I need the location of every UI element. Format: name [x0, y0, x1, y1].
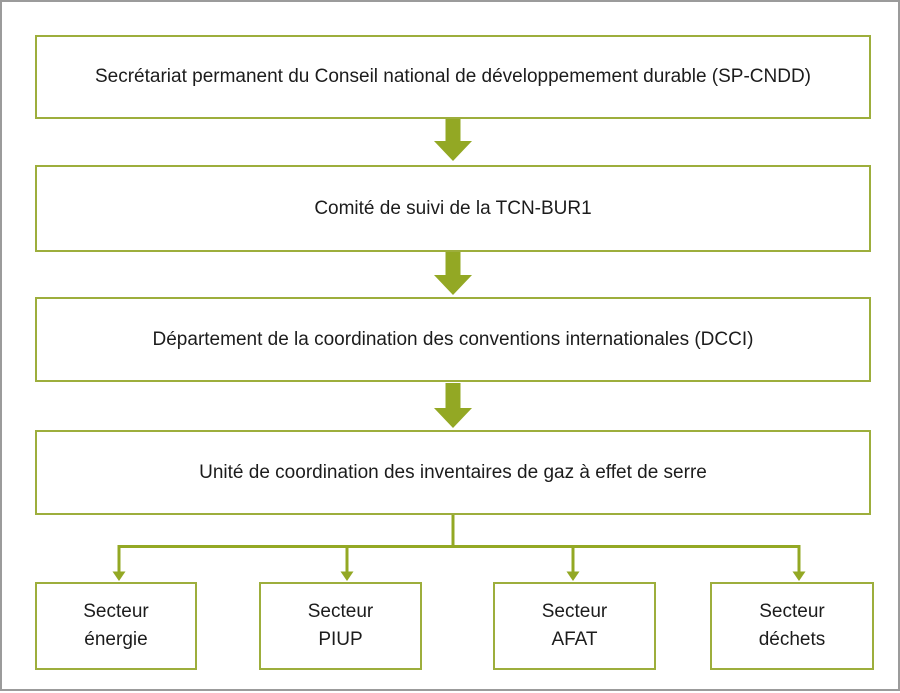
- arrowhead-icon: [792, 571, 806, 581]
- org-box-unite-coordination: Unité de coordination des inventaires de…: [35, 430, 871, 515]
- sector-box-label: Secteur PIUP: [307, 601, 374, 650]
- block-down-arrow-icon: [434, 119, 472, 161]
- sector-box-energie: Secteur énergie: [35, 582, 197, 670]
- block-down-arrow-icon: [434, 383, 472, 428]
- org-box-dcci: Département de la coordination des conve…: [35, 297, 871, 382]
- arrowhead-icon: [340, 571, 354, 581]
- sector-box-piup: Secteur PIUP: [259, 582, 422, 670]
- sector-box-afat: Secteur AFAT: [493, 582, 656, 670]
- org-box-label: Secrétariat permanent du Conseil nationa…: [94, 66, 812, 87]
- arrowhead-icon: [566, 571, 580, 581]
- sector-box-label: Secteur énergie: [83, 601, 149, 650]
- org-box-label: Unité de coordination des inventaires de…: [199, 461, 707, 483]
- arrowhead-icon: [112, 571, 126, 581]
- sector-box-label: Secteur déchets: [758, 601, 826, 650]
- sector-box-label: Secteur AFAT: [541, 601, 608, 650]
- org-box-label: Comité de suivi de la TCN-BUR1: [314, 197, 592, 219]
- org-box-comite-suivi: Comité de suivi de la TCN-BUR1: [35, 165, 871, 252]
- sector-box-dechets: Secteur déchets: [710, 582, 874, 670]
- block-down-arrow-icon: [434, 252, 472, 295]
- org-box-sp-cndd: Secrétariat permanent du Conseil nationa…: [35, 35, 871, 119]
- org-box-label: Département de la coordination des conve…: [152, 328, 754, 350]
